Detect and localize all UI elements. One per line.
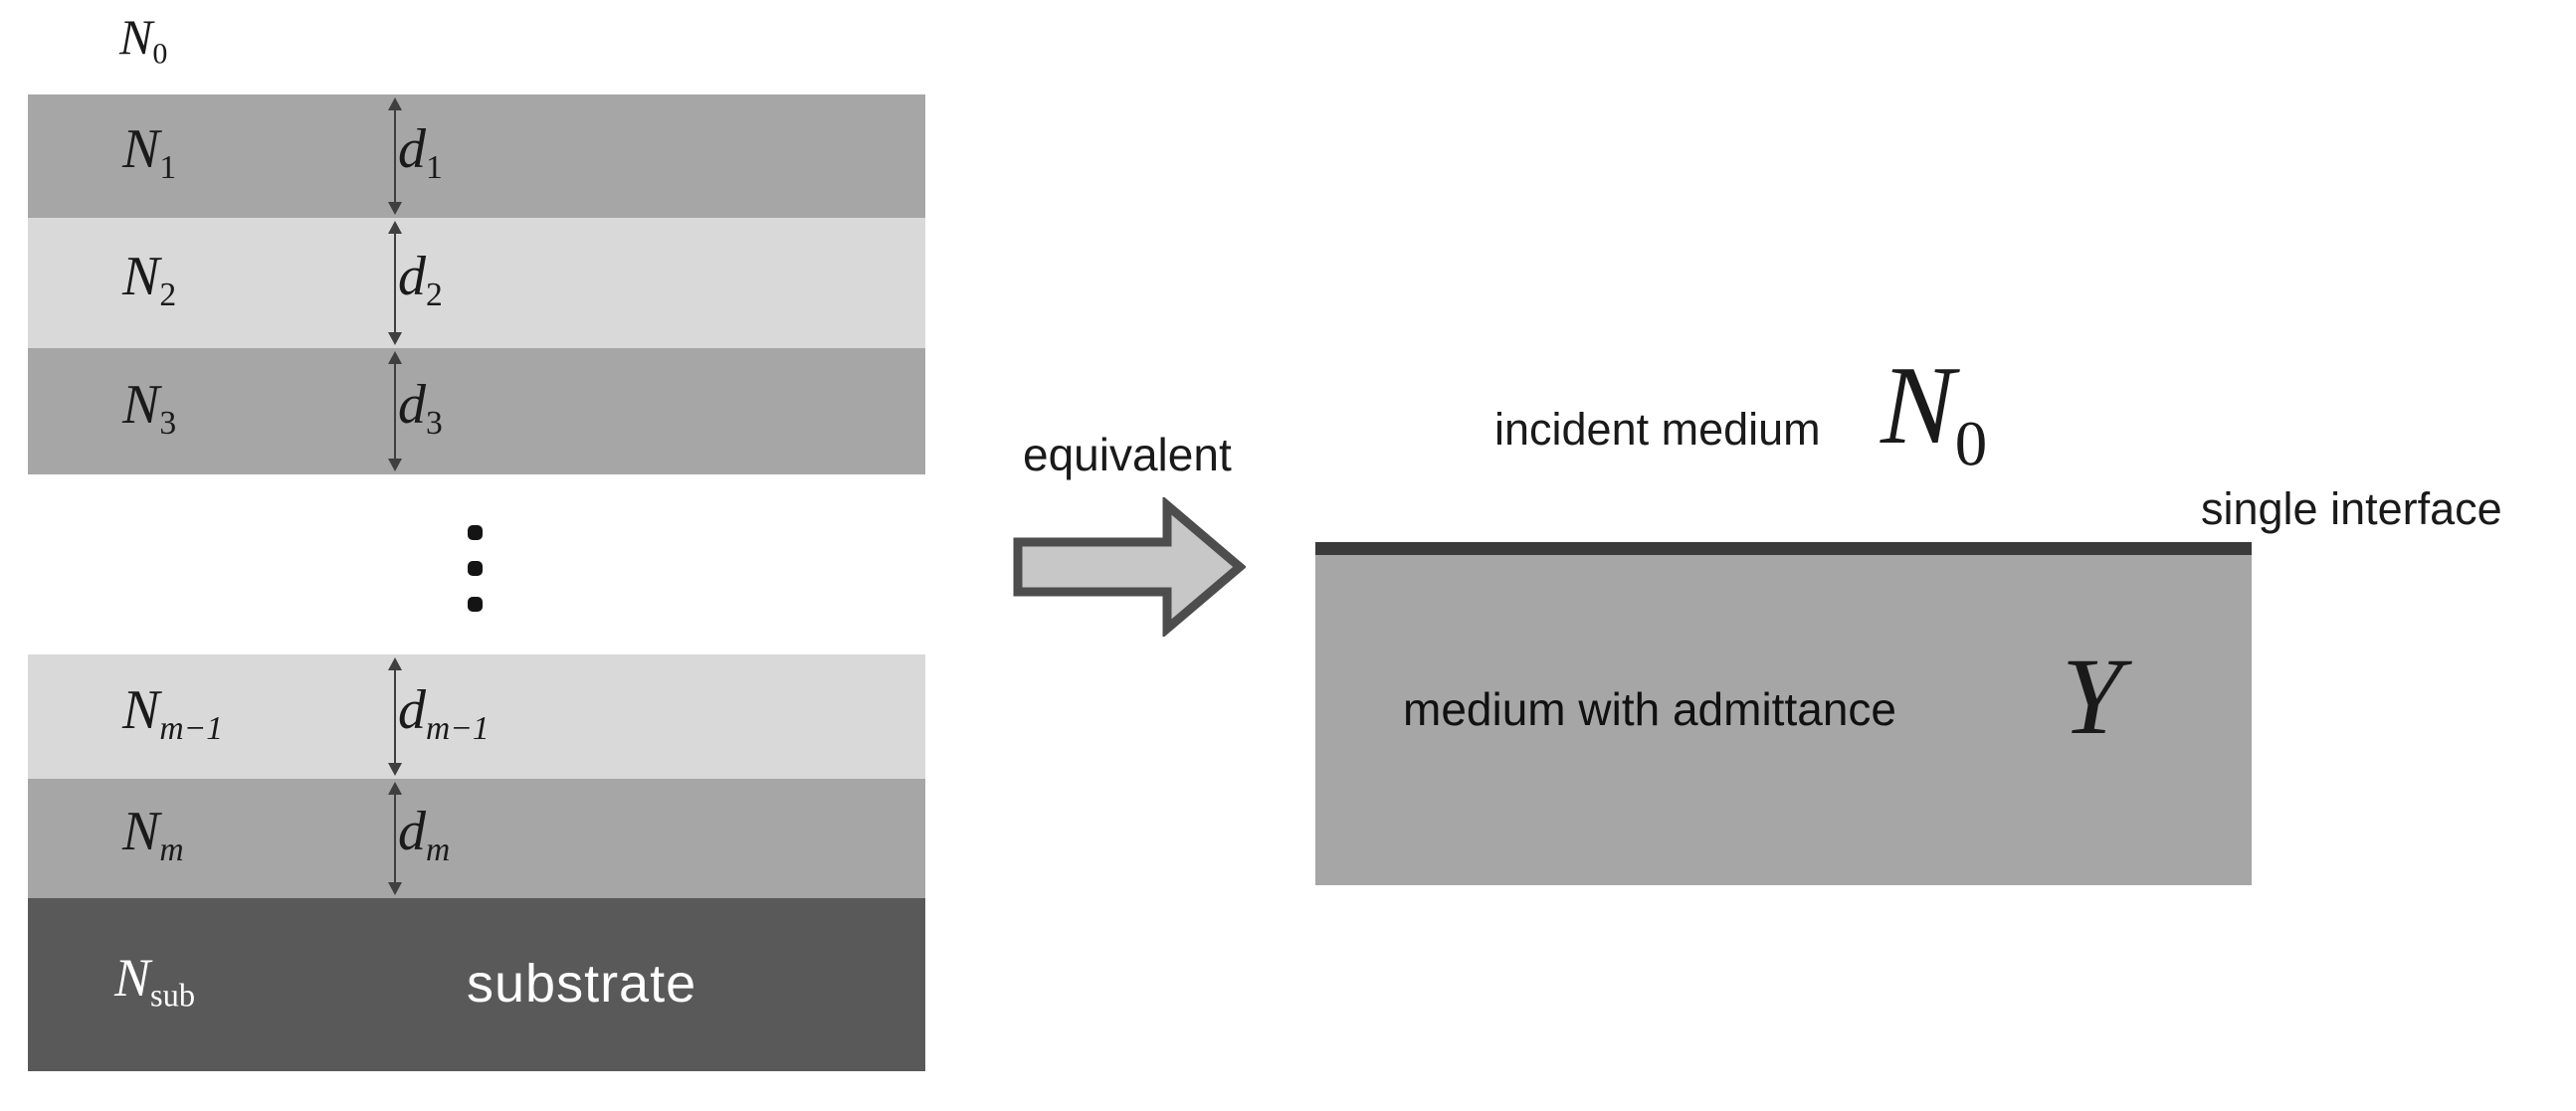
medium-admittance-label: medium with admittance — [1403, 683, 1896, 735]
layer-2-thickness-arrow — [387, 221, 403, 345]
layer-m-thickness-arrow — [387, 782, 403, 895]
arrow-line — [394, 110, 396, 202]
arrowhead-down-icon — [388, 882, 402, 895]
layer-m-thickness-label: dm — [398, 801, 451, 868]
layer-m-minus-1-thickness-arrow — [387, 657, 403, 776]
arrowhead-down-icon — [388, 332, 402, 345]
layer-1-thickness-label: d1 — [398, 118, 443, 186]
substrate-block: Nsub substrate — [28, 898, 925, 1071]
substrate-index-symbol: Nsub — [114, 948, 196, 1015]
layer-m-minus-1-thickness-label: dm−1 — [398, 678, 490, 747]
layer-m-minus-1-index-label: Nm−1 — [122, 678, 224, 747]
layer-1-index-label: N1 — [122, 118, 177, 186]
arrowhead-up-icon — [388, 221, 402, 234]
arrowhead-up-icon — [388, 657, 402, 670]
symbol-subscript: 0 — [1954, 408, 1988, 480]
incident-medium-symbol-right: N0 — [1881, 350, 1987, 477]
layer-1: N1 d1 — [28, 94, 925, 218]
interface-line — [1315, 542, 2252, 555]
arrowhead-down-icon — [388, 202, 402, 215]
incident-medium-symbol-left: N0 — [119, 12, 167, 70]
single-interface-label: single interface — [2201, 483, 2502, 534]
substrate-label: substrate — [467, 953, 697, 1014]
layer-3: N3 d3 — [28, 348, 925, 474]
ellipsis-dot — [468, 525, 483, 540]
layer-3-index-label: N3 — [122, 373, 177, 442]
layer-3-thickness-arrow — [387, 351, 403, 471]
arrow-line — [394, 795, 396, 882]
layer-2: N2 d2 — [28, 218, 925, 348]
arrow-line — [394, 670, 396, 763]
arrow-line — [394, 364, 396, 459]
layer-1-thickness-arrow — [387, 97, 403, 215]
incident-medium-label: incident medium — [1494, 404, 1821, 455]
arrowhead-down-icon — [388, 763, 402, 776]
equivalent-arrow-icon — [1013, 497, 1246, 637]
arrow-shape — [1013, 497, 1246, 637]
equivalent-label: equivalent — [1023, 429, 1232, 480]
layer-m-index-label: Nm — [122, 801, 184, 868]
arrowhead-up-icon — [388, 97, 402, 110]
layer-m: Nm dm — [28, 779, 925, 898]
ellipsis-dot — [468, 561, 483, 576]
symbol-base: N — [119, 9, 153, 65]
arrowhead-up-icon — [388, 782, 402, 795]
equivalent-medium-box — [1315, 555, 2252, 885]
arrowhead-down-icon — [388, 459, 402, 471]
symbol-subscript: 0 — [152, 37, 168, 71]
layer-3-thickness-label: d3 — [398, 373, 443, 442]
arrow-line — [394, 234, 396, 332]
layer-2-thickness-label: d2 — [398, 245, 443, 313]
ellipsis-dot — [468, 597, 483, 612]
layer-2-index-label: N2 — [122, 245, 177, 313]
admittance-symbol: Y — [2062, 636, 2123, 757]
symbol-base: N — [1881, 344, 1955, 467]
layer-m-minus-1: Nm−1 dm−1 — [28, 654, 925, 779]
arrowhead-up-icon — [388, 351, 402, 364]
